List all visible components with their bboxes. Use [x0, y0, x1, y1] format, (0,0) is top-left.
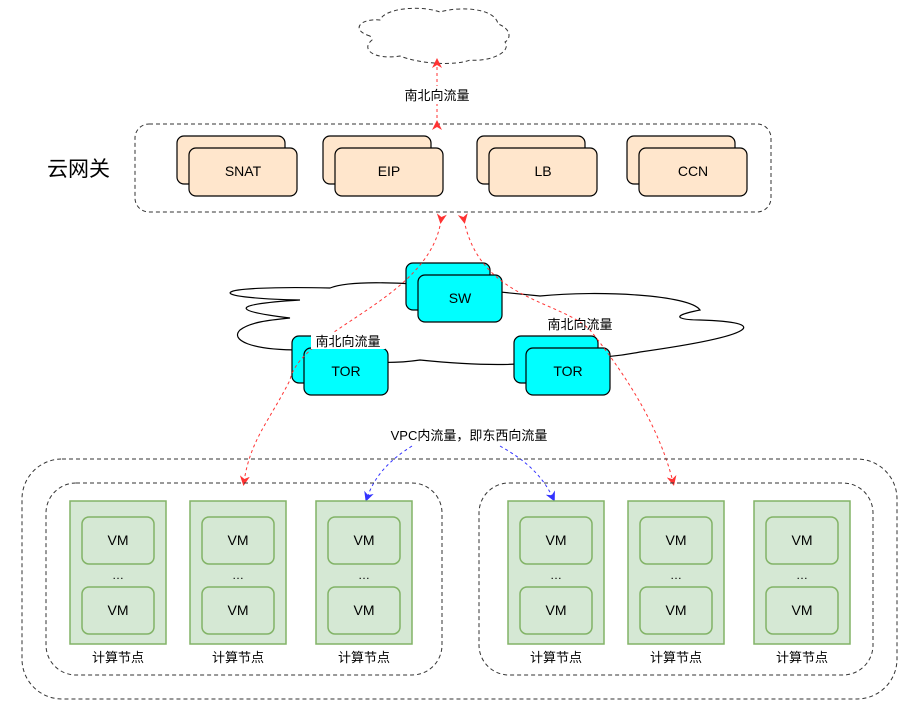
north-south-label-right: 南北向流量 [547, 317, 612, 332]
gateway-service-snat: SNAT [176, 135, 298, 197]
compute-node: VM VM … 计算节点 [315, 500, 413, 665]
vm-box [639, 516, 713, 565]
gateway-group [134, 123, 772, 213]
gateway-service-lb: LB [476, 135, 598, 197]
switch-label: TOR [553, 363, 582, 379]
compute-node-label: 计算节点 [212, 650, 264, 665]
vm-ellipsis: … [232, 568, 244, 582]
gateway-service-eip: EIP [322, 135, 444, 197]
compute-node: VM VM … 计算节点 [627, 500, 725, 665]
vm-box [519, 516, 593, 565]
service-label: CCN [678, 163, 708, 179]
compute-node: VM VM … 计算节点 [69, 500, 167, 665]
east-west-arrow-right [499, 445, 555, 502]
vm-box [327, 516, 401, 565]
service-label: SNAT [225, 163, 262, 179]
vm-label: VM [792, 532, 813, 548]
north-south-arrow-left [239, 213, 447, 486]
north-south-label-left: 南北向流量 [315, 334, 380, 349]
vm-ellipsis: … [112, 568, 124, 582]
vm-box [519, 586, 593, 635]
vm-ellipsis: … [550, 568, 562, 582]
service-label: LB [534, 163, 551, 179]
vm-label: VM [228, 532, 249, 548]
compute-node-label: 计算节点 [530, 650, 582, 665]
vm-ellipsis: … [670, 568, 682, 582]
compute-node: VM VM … 计算节点 [753, 500, 851, 665]
compute-node: VM VM … 计算节点 [189, 500, 287, 665]
east-west-label: VPC内流量，即东西向流量 [391, 428, 548, 443]
north-south-arrow-right [457, 213, 677, 486]
gateway-title: 云网关 [47, 158, 110, 181]
east-west-arrow-left [364, 445, 413, 502]
vm-label: VM [666, 602, 687, 618]
switch-tor-right: TOR [513, 335, 611, 396]
vm-label: VM [546, 532, 567, 548]
vm-label: VM [108, 602, 129, 618]
gateway-service-ccn: CCN [626, 135, 748, 197]
vm-label: VM [354, 602, 375, 618]
vm-label: VM [108, 532, 129, 548]
compute-node: VM VM … 计算节点 [507, 500, 605, 665]
vm-box [201, 586, 275, 635]
vm-label: VM [666, 532, 687, 548]
compute-node-label: 计算节点 [776, 650, 828, 665]
compute-node-label: 计算节点 [650, 650, 702, 665]
switch-label: SW [449, 290, 472, 306]
north-south-label-top: 南北向流量 [404, 88, 469, 103]
vpc-outer-group [21, 458, 898, 700]
vm-box [765, 586, 839, 635]
vm-ellipsis: … [358, 568, 370, 582]
compute-node-label: 计算节点 [338, 650, 390, 665]
vm-box [327, 586, 401, 635]
switch-sw: SW [405, 262, 503, 323]
switch-label: TOR [331, 363, 360, 379]
vm-label: VM [792, 602, 813, 618]
vpc-zone-left [45, 482, 443, 676]
internet-cloud [358, 7, 510, 64]
vm-box [201, 516, 275, 565]
vm-box [765, 516, 839, 565]
service-label: EIP [378, 163, 401, 179]
vm-box [81, 586, 155, 635]
vm-label: VM [354, 532, 375, 548]
vm-box [639, 586, 713, 635]
vm-ellipsis: … [796, 568, 808, 582]
vm-label: VM [546, 602, 567, 618]
compute-node-label: 计算节点 [92, 650, 144, 665]
vm-box [81, 516, 155, 565]
vm-label: VM [228, 602, 249, 618]
